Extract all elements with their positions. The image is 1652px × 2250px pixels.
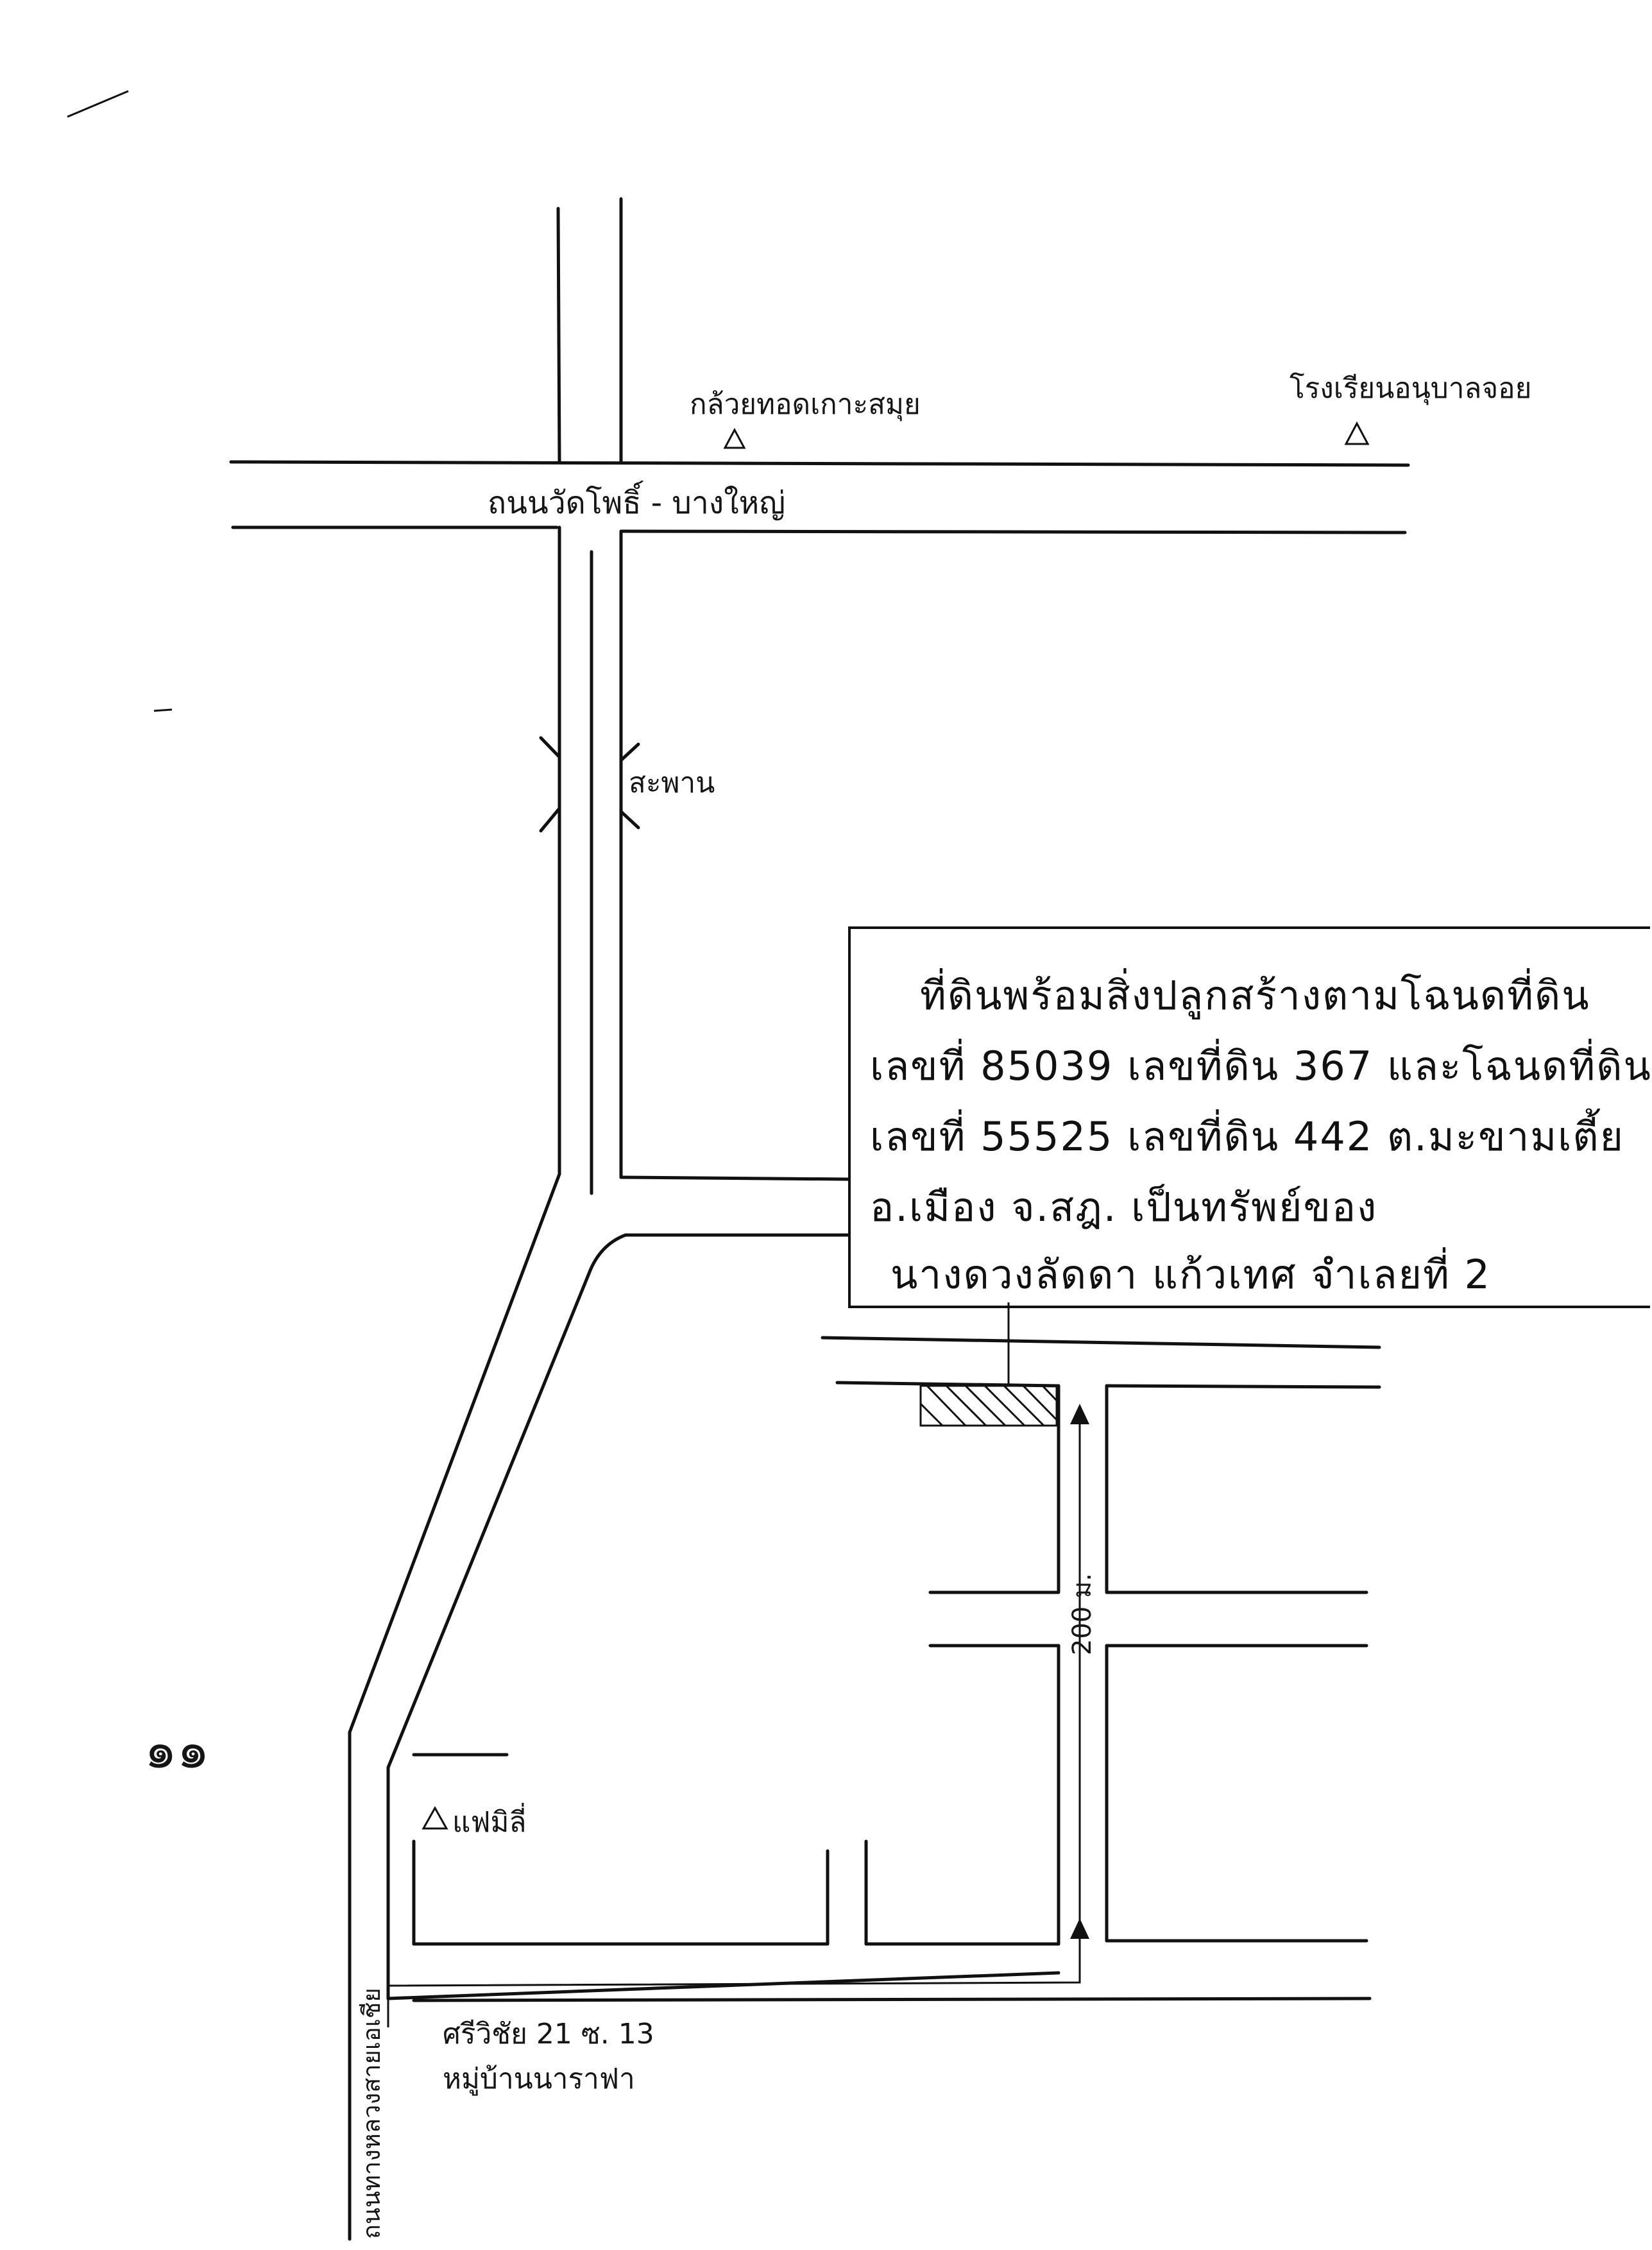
info-line-5: นางดวงลัดดา แก้วเทศ จำเลยที่ 2 xyxy=(890,1251,1491,1298)
corner-mark xyxy=(67,90,129,118)
family-mart-triangle-icon xyxy=(422,1805,448,1830)
soi13-road-top xyxy=(386,1971,1060,2000)
info-line-1: ที่ดินพร้อมสิ่งปลูกสร้างตามโฉนดที่ดิน xyxy=(920,972,1590,1019)
banana-shop-label: กล้วยทอดเกาะสมุย xyxy=(690,388,921,422)
vertical-road-label: ถนนทางหลวงสายเอเชีย xyxy=(357,1988,386,2239)
school-triangle-icon xyxy=(1344,421,1370,445)
route-arrow-path xyxy=(387,1411,1081,2027)
school-label: โรงเรียนอนุบาลจอย xyxy=(1290,372,1531,405)
branch-road-top-edge xyxy=(619,1175,850,1181)
bridge-label: สะพาน xyxy=(629,767,715,799)
info-line-4: อ.เมือง จ.สฎ. เป็นทรัพย์ของ xyxy=(870,1184,1378,1231)
main-road-bottom-edge-right xyxy=(619,529,1407,534)
branch-road-bottom-edge xyxy=(587,1233,850,1275)
property-info-box: ที่ดินพร้อมสิ่งปลูกสร้างตามโฉนดที่ดิน เล… xyxy=(848,926,1652,1308)
bridge-symbol-left xyxy=(539,736,561,833)
soi-label: ศรีวิชัย 21 ซ. 13 xyxy=(443,2018,654,2050)
main-road-top-edge xyxy=(229,460,1410,467)
route-arrow-head-top xyxy=(1070,1404,1089,1424)
village-label: หมู่บ้านนาราฟา xyxy=(443,2063,635,2096)
info-line-2: เลขที่ 85039 เลขที่ดิน 367 และโฉนดที่ดิน xyxy=(870,1043,1652,1089)
diagonal-road-inner xyxy=(386,1272,591,2000)
property-hatching xyxy=(919,1385,1058,1427)
left-tick-mark xyxy=(153,708,173,712)
soi-upper-road-top xyxy=(821,1336,1381,1349)
route-arrow-head-bottom xyxy=(1070,1918,1089,1939)
soi-upper-road-bottom-right xyxy=(1105,1384,1381,1389)
north-road-left-edge xyxy=(556,207,561,464)
distance-label: 200 ม. xyxy=(1068,1573,1097,1655)
family-mart-label: แฟมิลี่ xyxy=(452,1802,526,1839)
info-line-3: เลขที่ 55525 เลขที่ดิน 442 ต.มะขามเตี้ย xyxy=(870,1113,1624,1160)
property-plot xyxy=(919,1385,1058,1427)
banana-shop-triangle-icon xyxy=(723,427,746,449)
bridge-symbol-right xyxy=(619,742,640,830)
main-road-label: ถนนวัดโพธิ์ - บางใหญ่ xyxy=(488,481,785,521)
diagonal-road-outer xyxy=(348,1172,561,2241)
page-number: ๑๑ xyxy=(144,1720,210,1780)
soi13-road-bottom xyxy=(412,1997,1372,2002)
